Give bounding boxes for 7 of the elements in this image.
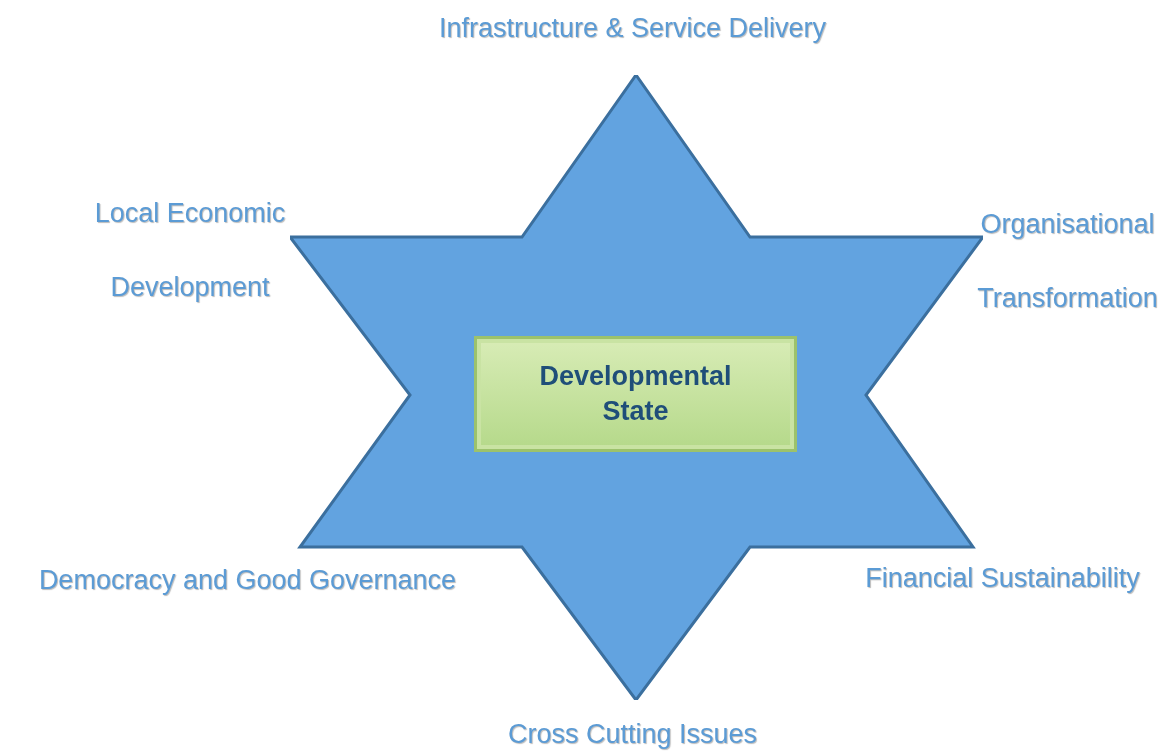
point-label: Cross Cutting Issues: [506, 718, 759, 751]
point-label: Organisational Transformation: [976, 208, 1159, 315]
point-label: Local Economic Development: [93, 197, 287, 304]
point-label: Democracy and Good Governance: [37, 564, 458, 597]
point-label: Infrastructure & Service Delivery: [437, 12, 828, 45]
center-box: Developmental State: [474, 336, 797, 452]
point-label: Financial Sustainability: [864, 562, 1141, 595]
